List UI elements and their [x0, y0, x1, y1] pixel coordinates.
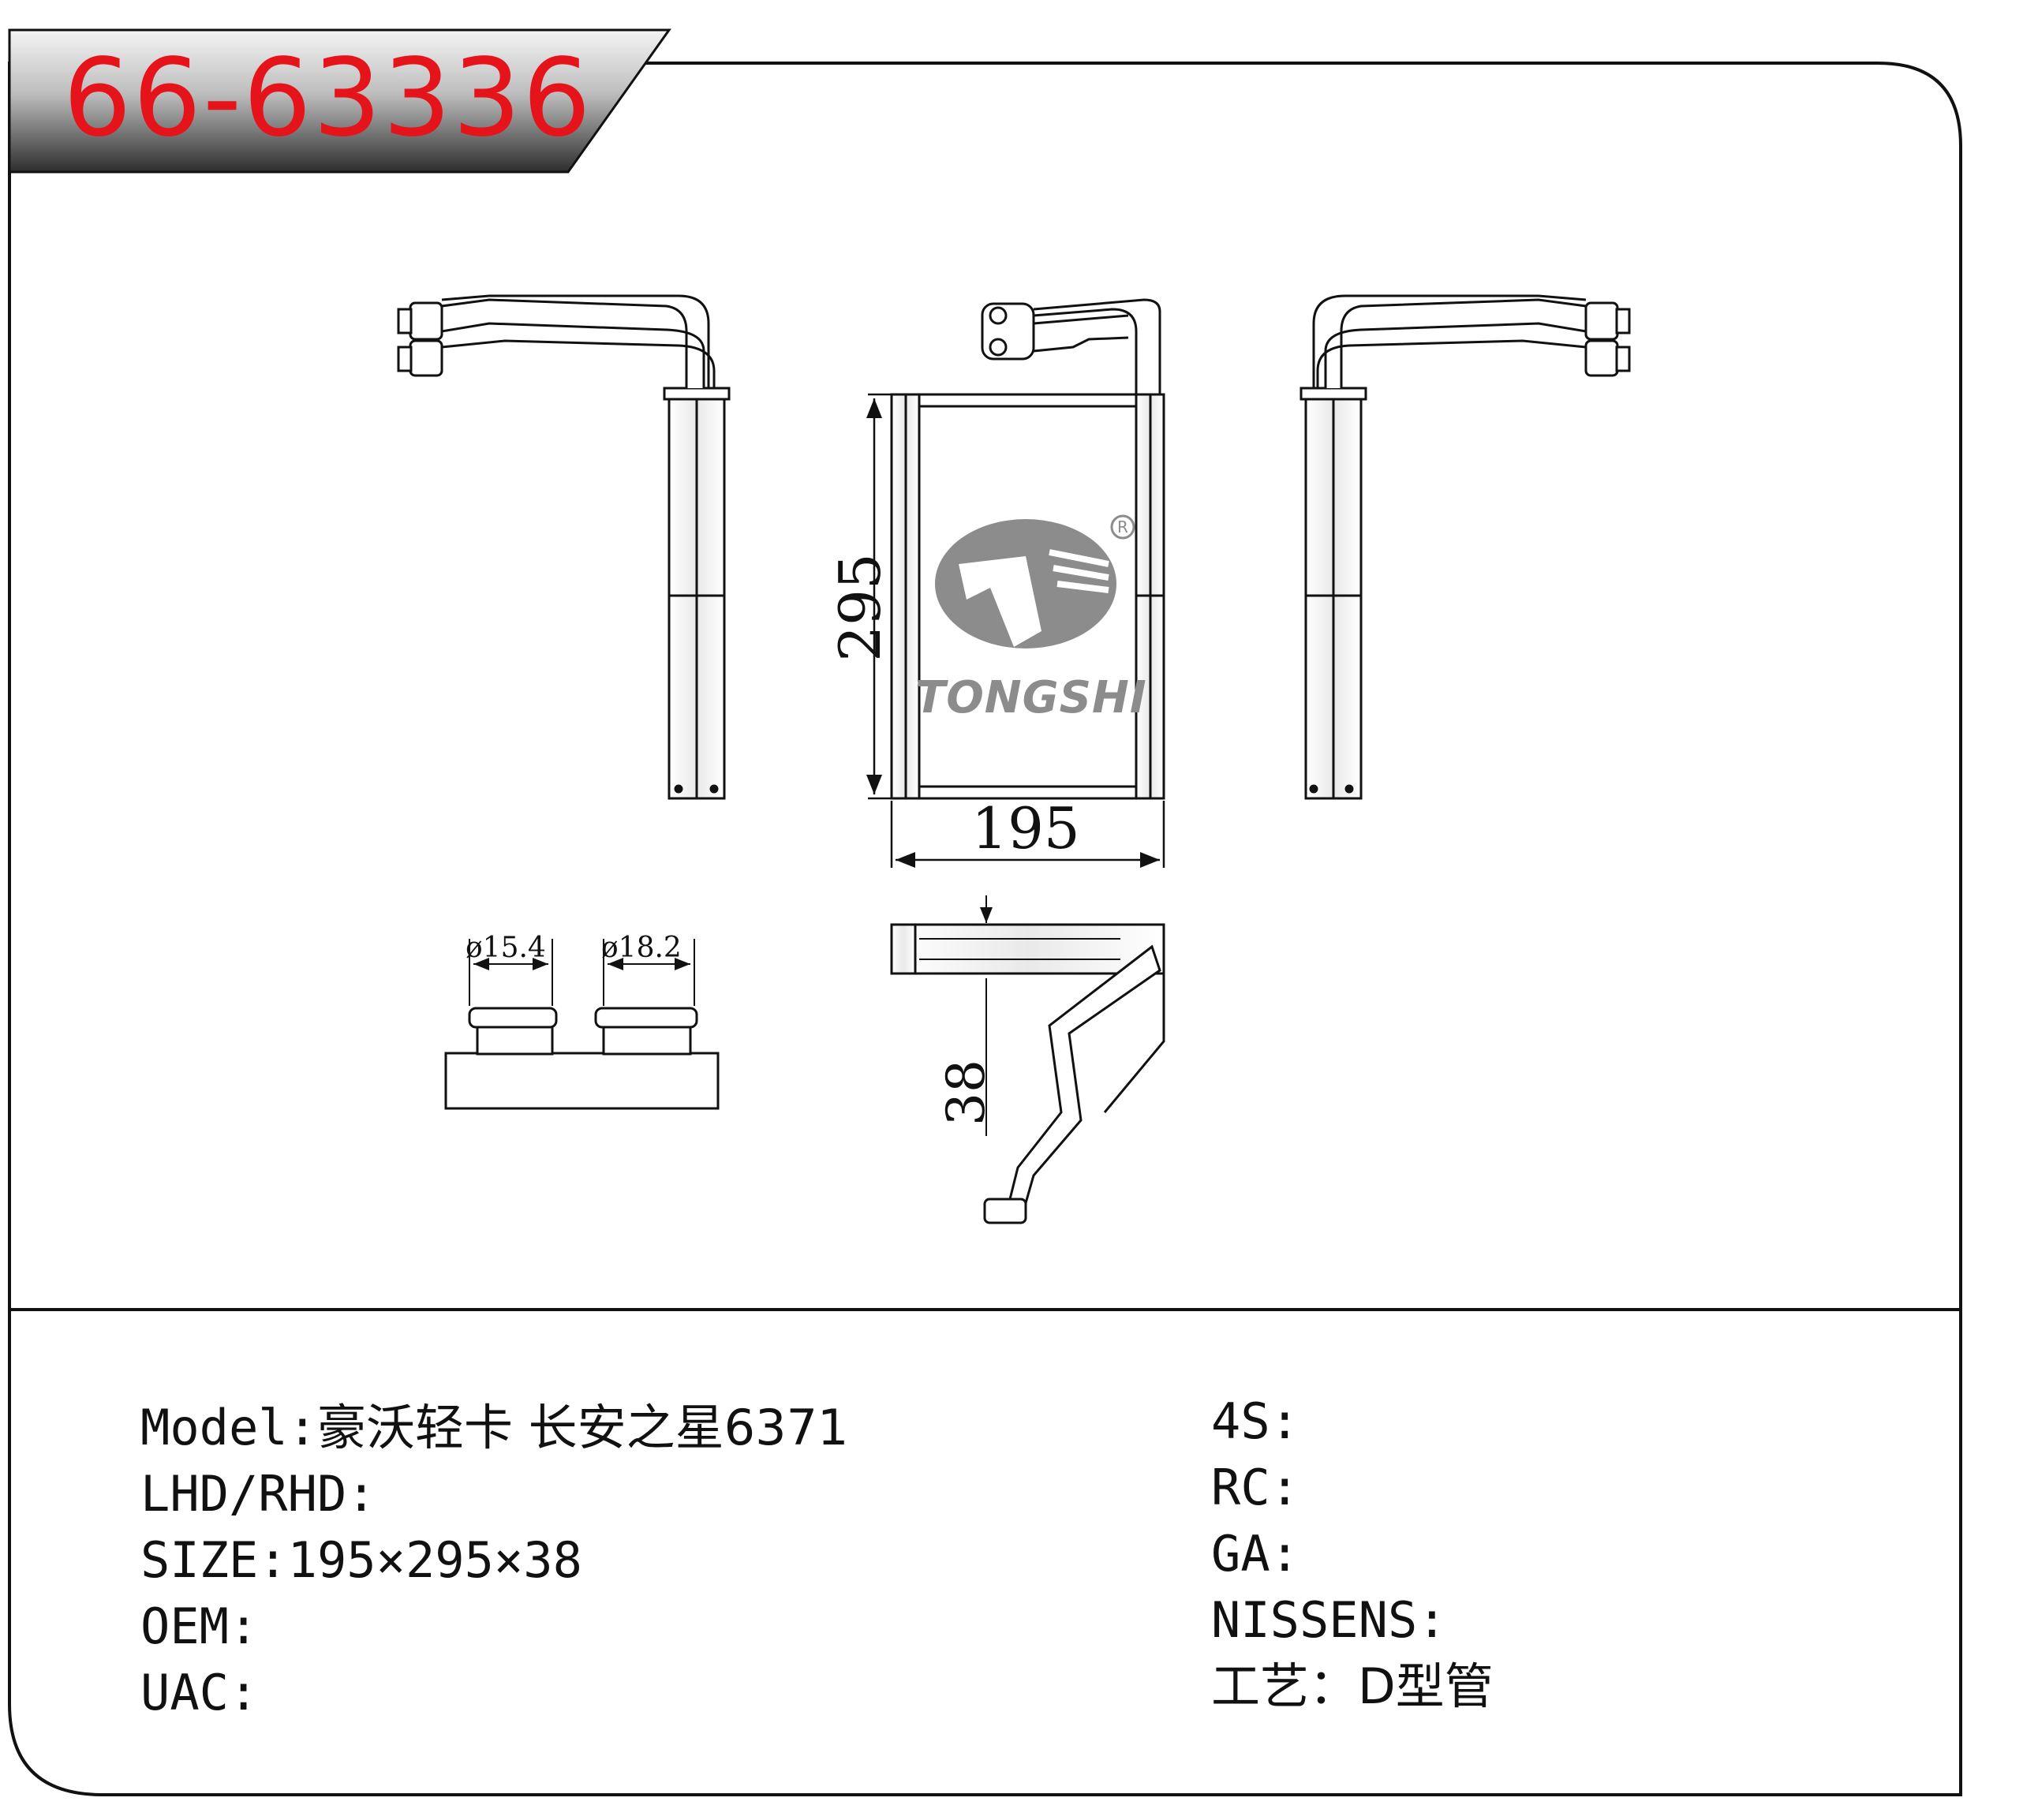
dimension-width: [890, 801, 1165, 868]
part-number-tag: [8, 28, 671, 174]
side-view-left: [397, 294, 731, 800]
spec-row-uac: UAC:: [140, 1664, 259, 1721]
specs-right: 4S: RC: GA: NISSENS: 工艺：D型管: [1211, 1388, 1494, 1720]
spec-row-model: Model:豪沃轻卡 长安之星6371: [140, 1399, 849, 1456]
dimension-height: [866, 393, 896, 800]
spec-row-4s: 4S:: [1211, 1392, 1299, 1450]
inlet-diameter-label: ø15.4: [466, 932, 546, 964]
logo-brand-text: TONGSHI: [915, 672, 1147, 723]
top-view: [890, 895, 1165, 1224]
part-number: 66-63336: [63, 36, 593, 161]
logo-registered-mark: R: [1117, 518, 1128, 536]
specs-left: Model:豪沃轻卡 长安之星6371 LHD/RHD: SIZE:195×29…: [140, 1395, 848, 1726]
dimension-depth-label: 38: [936, 1059, 997, 1126]
spec-row-process: 工艺：D型管: [1211, 1657, 1494, 1715]
fitting-detail: [444, 939, 720, 1110]
spec-row-lhd-rhd: LHD/RHD:: [140, 1465, 376, 1523]
side-view-right: [1299, 294, 1631, 800]
sheet-frame: [8, 62, 1962, 1796]
spec-row-oem: OEM:: [140, 1598, 259, 1655]
spec-row-rc: RC:: [1211, 1459, 1299, 1516]
spec-row-ga: GA:: [1211, 1525, 1299, 1583]
tongshi-logo: [935, 514, 1135, 648]
dimension-width-label: 195: [971, 795, 1080, 861]
spec-row-nissens: NISSENS:: [1211, 1591, 1447, 1649]
dimension-height-label: 295: [827, 553, 893, 662]
outlet-diameter-label: ø18.2: [601, 932, 682, 964]
spec-row-size: SIZE:195×295×38: [140, 1531, 582, 1589]
